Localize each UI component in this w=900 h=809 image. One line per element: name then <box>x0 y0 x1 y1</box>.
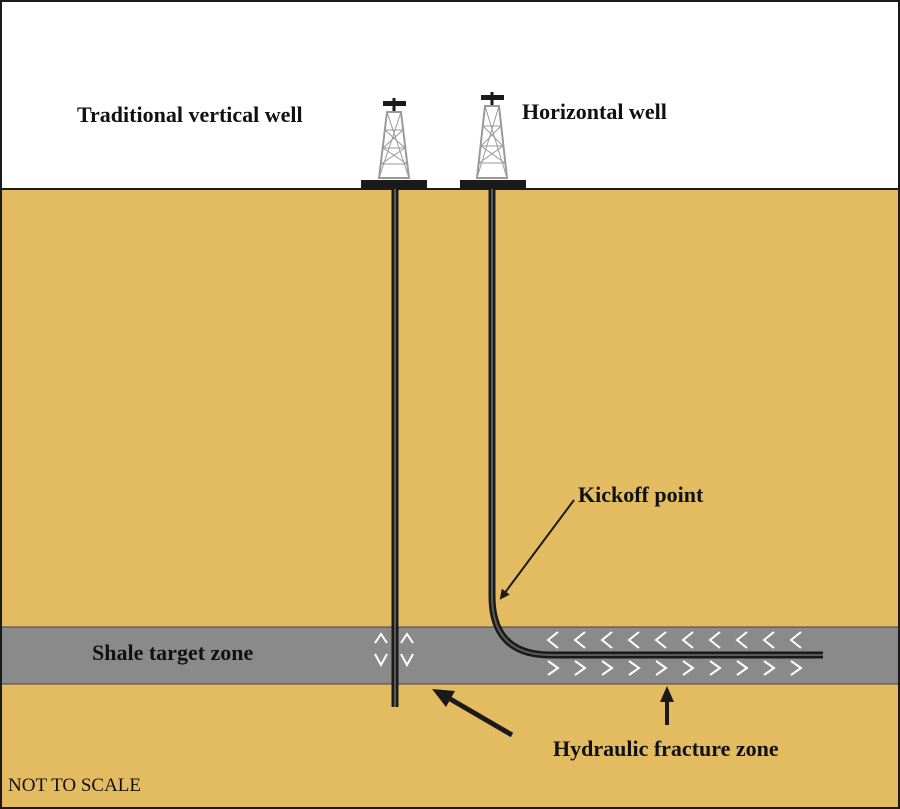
shale-zone-label: Shale target zone <box>92 640 254 665</box>
fracture-chevron <box>682 660 695 676</box>
fracture-chevron <box>654 631 667 649</box>
fracture-chevron <box>736 660 749 676</box>
fracture-chevron <box>546 631 559 649</box>
fracture-chevron <box>574 660 587 676</box>
fracture-chevron <box>655 660 668 676</box>
fracture-chevron <box>790 660 803 676</box>
fracture-chevron <box>628 660 641 676</box>
fracture-chevron <box>547 660 560 676</box>
fracture-chevron <box>601 660 614 676</box>
vertical-well-label: Traditional vertical well <box>77 102 303 127</box>
fracture-chevron <box>708 631 721 649</box>
fracture-chevron <box>763 660 776 676</box>
fracture-chevron <box>762 631 775 649</box>
fracture-chevron <box>789 631 802 649</box>
kickoff-arrow <box>499 499 575 600</box>
lower-fracture-marks <box>547 660 803 676</box>
fracture-chevron <box>600 631 613 649</box>
fracture-chevron <box>735 631 748 649</box>
arrow-icon <box>432 689 514 738</box>
vertical-fracture-marks <box>374 632 414 668</box>
kickoff-point-label: Kickoff point <box>578 482 704 507</box>
horizontal-well-label: Horizontal well <box>522 99 667 124</box>
arrow-icon <box>660 686 674 725</box>
oil-derrick-icon <box>460 92 526 189</box>
fracture-chevron <box>709 660 722 676</box>
fracture-zone-label: Hydraulic fracture zone <box>553 736 779 761</box>
fracture-chevron <box>627 631 640 649</box>
fracture-chevron <box>681 631 694 649</box>
oil-derrick-icon <box>361 98 427 189</box>
upper-fracture-marks <box>546 631 802 649</box>
fracture-chevron <box>573 631 586 649</box>
sky-area <box>0 0 900 189</box>
ground-layer <box>0 189 900 809</box>
scale-note: NOT TO SCALE <box>8 775 142 796</box>
